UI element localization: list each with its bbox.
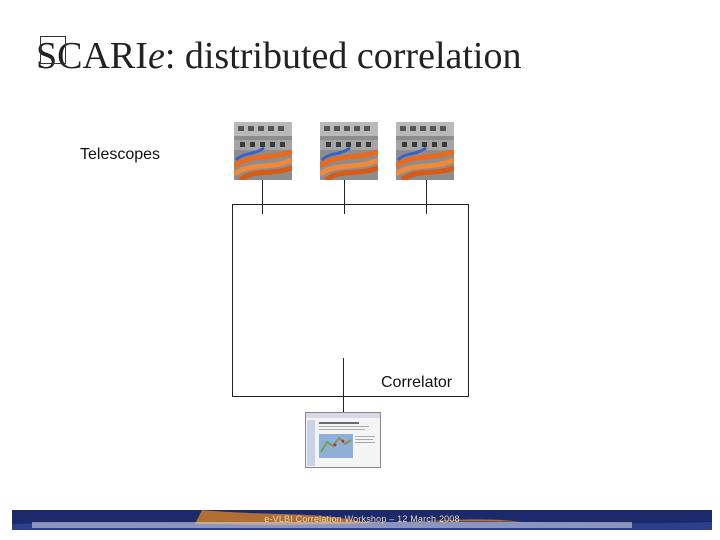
title-main: ARI	[82, 35, 148, 77]
correlator-link	[343, 358, 344, 412]
telescope-link-2	[344, 180, 345, 214]
telescope-image-2	[320, 122, 378, 180]
correlator-screenshot	[305, 412, 381, 468]
telescope-link-1	[262, 180, 263, 214]
network-line-right	[468, 204, 469, 397]
network-line-left	[232, 204, 233, 397]
missing-glyph-icon	[40, 36, 66, 64]
telescope-image-1	[234, 122, 292, 180]
correlator-label: Correlator	[381, 374, 453, 391]
title-prefix: SC	[36, 35, 83, 77]
footer-text: e-VLBI Correlation Workshop – 12 March 2…	[264, 514, 460, 524]
telescope-image-3	[396, 122, 454, 180]
slide-title: SCARIe: distributed correlation	[36, 34, 522, 78]
title-rest: : distributed correlation	[164, 35, 522, 77]
footer-banner: e-VLBI Correlation Workshop – 12 March 2…	[12, 510, 712, 530]
telescopes-label: Telescopes	[80, 146, 161, 163]
telescope-link-3	[426, 180, 427, 214]
network-line-top	[232, 204, 469, 205]
network-line-bottom	[232, 396, 469, 397]
title-italic: e	[147, 35, 165, 77]
